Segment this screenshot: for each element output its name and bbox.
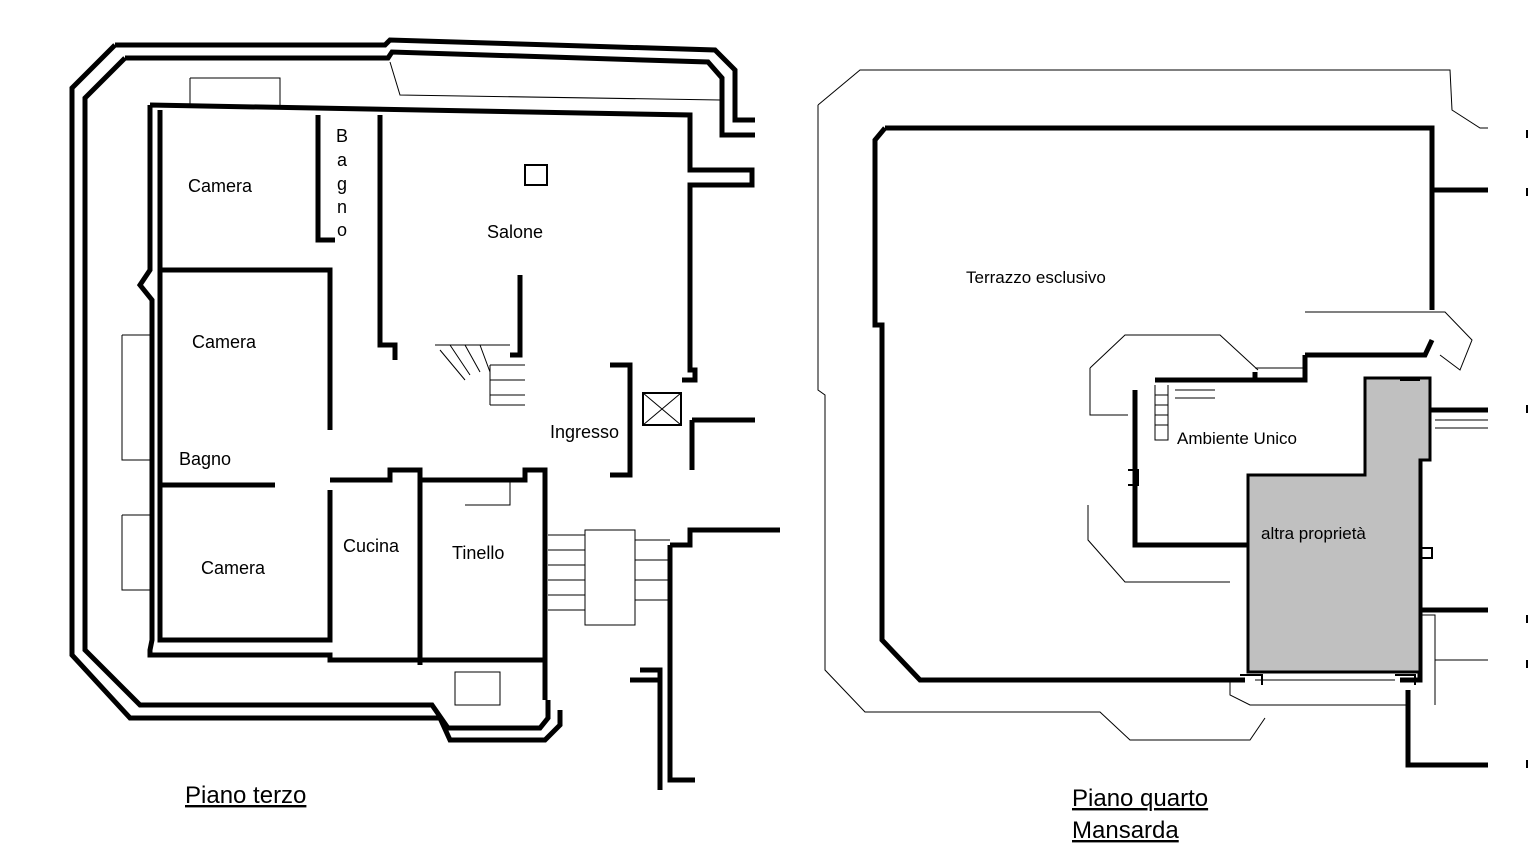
floor3-partition-corridor [377, 115, 398, 360]
room-label-camera-3: Camera [201, 558, 266, 578]
floor4-terrace-outline [817, 69, 1488, 129]
floor3-partition-kitchen [330, 467, 548, 665]
floor4-bay-left [1087, 334, 1259, 583]
room-label-salone: Salone [487, 222, 543, 242]
floor3-caption: Piano terzo [185, 782, 306, 809]
floor4-caption-line1: Piano quarto [1072, 785, 1208, 812]
floor3-partition-camera1 [157, 110, 333, 430]
floor3-windows [121, 61, 721, 706]
room-label-altra: altra proprietà [1261, 524, 1366, 543]
floor3-partition-camera2 [157, 270, 333, 643]
floor4-ambiente-wall [1132, 338, 1435, 548]
floor3-inner-wall [136, 102, 755, 700]
floor3-stairs [435, 344, 525, 406]
floor3-partition-bagno-top [315, 115, 335, 243]
room-label-ingresso: Ingresso [550, 422, 619, 442]
room-label-cucina: Cucina [343, 536, 400, 556]
floor4-right-wall [1400, 190, 1488, 768]
floor4-stairs [1154, 385, 1215, 441]
floor4-lower-window [1229, 419, 1488, 706]
room-label-bagno: Bagno [179, 449, 231, 469]
floor4-bay-right [1255, 311, 1473, 371]
altra-proprieta-area [1246, 376, 1432, 674]
floor3-outer-wall [69, 37, 755, 743]
room-label-terrazzo: Terrazzo esclusivo [966, 268, 1106, 287]
floor4-plan [817, 69, 1488, 768]
floor3-outer-wall-inner [82, 49, 755, 731]
floor3-partition-ingresso [610, 362, 755, 478]
floor3-partition-salone [510, 275, 523, 358]
room-label-ambiente: Ambiente Unico [1177, 429, 1297, 448]
room-label-bagno-letter-b: B [336, 126, 348, 146]
room-label-camera-2: Camera [192, 332, 257, 352]
room-label-bagno-letter-n: n [337, 197, 347, 217]
floor4-caption-line2: Mansarda [1072, 817, 1179, 844]
floor3-elevator-cross [642, 392, 682, 426]
room-label-bagno-letter-g: g [337, 174, 347, 194]
room-label-camera: Camera [188, 176, 253, 196]
floor3-elevator [642, 392, 682, 426]
floor3-exterior-stairs [548, 529, 670, 626]
room-label-bagno-letter-a: a [337, 150, 348, 170]
floor3-chimney [524, 164, 548, 186]
floor3-lower-right-walls [630, 527, 780, 790]
floor4-terrace-outline-lower [817, 105, 1266, 741]
floor4-main-wall [872, 125, 1488, 683]
floor4-wall-stubs [1128, 379, 1433, 685]
room-label-bagno-letter-o: o [337, 220, 347, 240]
room-label-tinello: Tinello [452, 543, 504, 563]
floor3-plan [69, 37, 780, 790]
